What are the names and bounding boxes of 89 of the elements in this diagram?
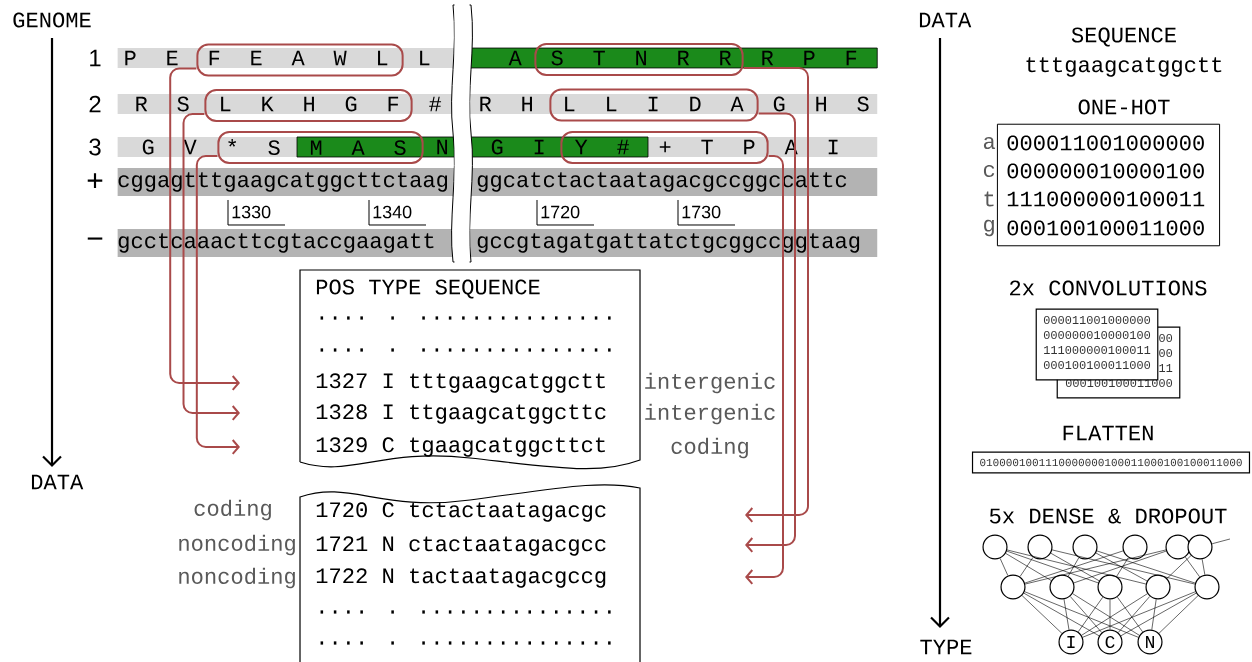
connection-line	[1109, 599, 1111, 630]
neuron-circle	[1027, 534, 1053, 560]
class-label: noncoding	[179, 534, 295, 556]
connection-line	[1069, 596, 1103, 633]
connection-line	[1006, 550, 1099, 584]
connection-line	[1082, 591, 1196, 638]
vector-box: 0100001001110000000100011000100100011000	[971, 451, 1251, 474]
neuron-circle	[1122, 534, 1148, 560]
connection-line	[1006, 549, 1147, 585]
connection-line	[1021, 595, 1063, 634]
neuron-circle	[1165, 534, 1191, 560]
row-letter: c	[983, 164, 995, 178]
axis-title: DATA	[31, 474, 84, 490]
connection-line	[1024, 549, 1167, 585]
connection-line	[1005, 553, 1052, 581]
connection-line	[1073, 550, 1167, 584]
connection-line	[1201, 559, 1206, 575]
connection-line	[1166, 555, 1192, 579]
strand-sign: +	[87, 173, 103, 188]
connection-line	[1158, 595, 1199, 634]
matrix-box: 000011001000000 000000010000100 111000000100011 000100100011000	[996, 123, 1221, 247]
class-label: intergenic	[645, 372, 775, 394]
frame-number: 2	[89, 95, 101, 113]
arrow	[182, 113, 240, 421]
connection-line	[1050, 552, 1100, 582]
arrow	[169, 67, 240, 391]
connection-line	[1116, 557, 1129, 577]
connection-line	[1081, 593, 1148, 636]
connection-line	[1117, 596, 1143, 633]
row-letter: g	[984, 219, 994, 237]
connection-line	[1185, 556, 1200, 578]
class-label: intergenic	[645, 403, 775, 425]
table-card: POS TYPE SEQUENCE .... . ............... .... . ............... 1327 I tttgaagcatggctt 1328 I ttgaagcatggcttc 1329 C tgaagcatggcttct	[299, 269, 641, 470]
highlight-outline: L L I D A	[549, 88, 759, 122]
highlight-outline: Y # + T P	[560, 131, 769, 164]
connection-line	[1072, 593, 1140, 636]
highlight-outline: L K H G F	[204, 89, 413, 122]
neuron-circle	[982, 534, 1008, 560]
connection-line	[1120, 592, 1197, 637]
position-label: 1340	[373, 205, 412, 219]
frame-number: 3	[89, 138, 101, 156]
connection-line	[1023, 592, 1100, 637]
connection-line	[1077, 596, 1104, 633]
row-letter: t	[984, 191, 994, 207]
connection-line	[1151, 599, 1157, 630]
connection-line	[1095, 552, 1148, 582]
arrow	[742, 67, 809, 523]
neuron-circle	[1049, 574, 1075, 600]
step-title: SEQUENCE	[1071, 27, 1176, 47]
position-label: 1720	[541, 205, 580, 219]
axis-title: GENOME	[13, 12, 91, 28]
row-letter: a	[983, 136, 996, 150]
step-title: FLATTEN	[1063, 425, 1153, 441]
connection-line	[1019, 557, 1034, 577]
neuron-circle	[1072, 534, 1098, 560]
connection-line	[1063, 599, 1070, 630]
strand-sign: −	[87, 237, 103, 240]
connection-line	[1096, 550, 1196, 584]
axis-title: TYPE	[920, 639, 972, 655]
class-label: coding	[194, 499, 271, 521]
sequence-text: tttgaagcatggctt	[1026, 57, 1222, 77]
highlight-outline: F E A W L	[196, 43, 404, 77]
position-label: 1730	[682, 205, 721, 219]
connection-line	[1051, 549, 1196, 585]
feature-map-card: 000011001000000 000000010000100 111000000100011 000100100011000	[1035, 308, 1159, 381]
neuron-circle	[1097, 574, 1123, 600]
arrow	[745, 112, 796, 553]
connection-line	[999, 558, 1009, 576]
neuron-circle	[1194, 574, 1220, 600]
connection-line	[1117, 596, 1151, 633]
position-label: 1330	[232, 205, 271, 219]
neuron-circle	[1145, 574, 1171, 600]
frame-number: 1	[90, 49, 101, 67]
class-label: noncoding	[179, 567, 295, 589]
highlight-outline: * S M A S	[217, 131, 424, 164]
connection-line	[1024, 591, 1139, 638]
arrow	[745, 155, 784, 585]
connection-line	[1024, 550, 1124, 584]
arrow	[195, 155, 240, 455]
step-title: 5x DENSE & DROPOUT	[989, 508, 1227, 524]
connection-line	[1211, 538, 1231, 545]
table-card: 1720 C tctactaatagacgc 1721 N ctactaatagacgcc 1722 N tactaatagacgccg .... . ............... .... . ...............	[299, 484, 641, 662]
connection-line	[1067, 557, 1080, 577]
neuron-circle	[1187, 534, 1213, 560]
step-title: 2x CONVOLUTIONS	[1010, 280, 1207, 296]
class-label: coding	[671, 437, 748, 459]
highlight-outline: S T N R R	[534, 43, 744, 76]
axis-title: DATA	[919, 12, 972, 28]
neuron-circle	[1000, 574, 1026, 600]
